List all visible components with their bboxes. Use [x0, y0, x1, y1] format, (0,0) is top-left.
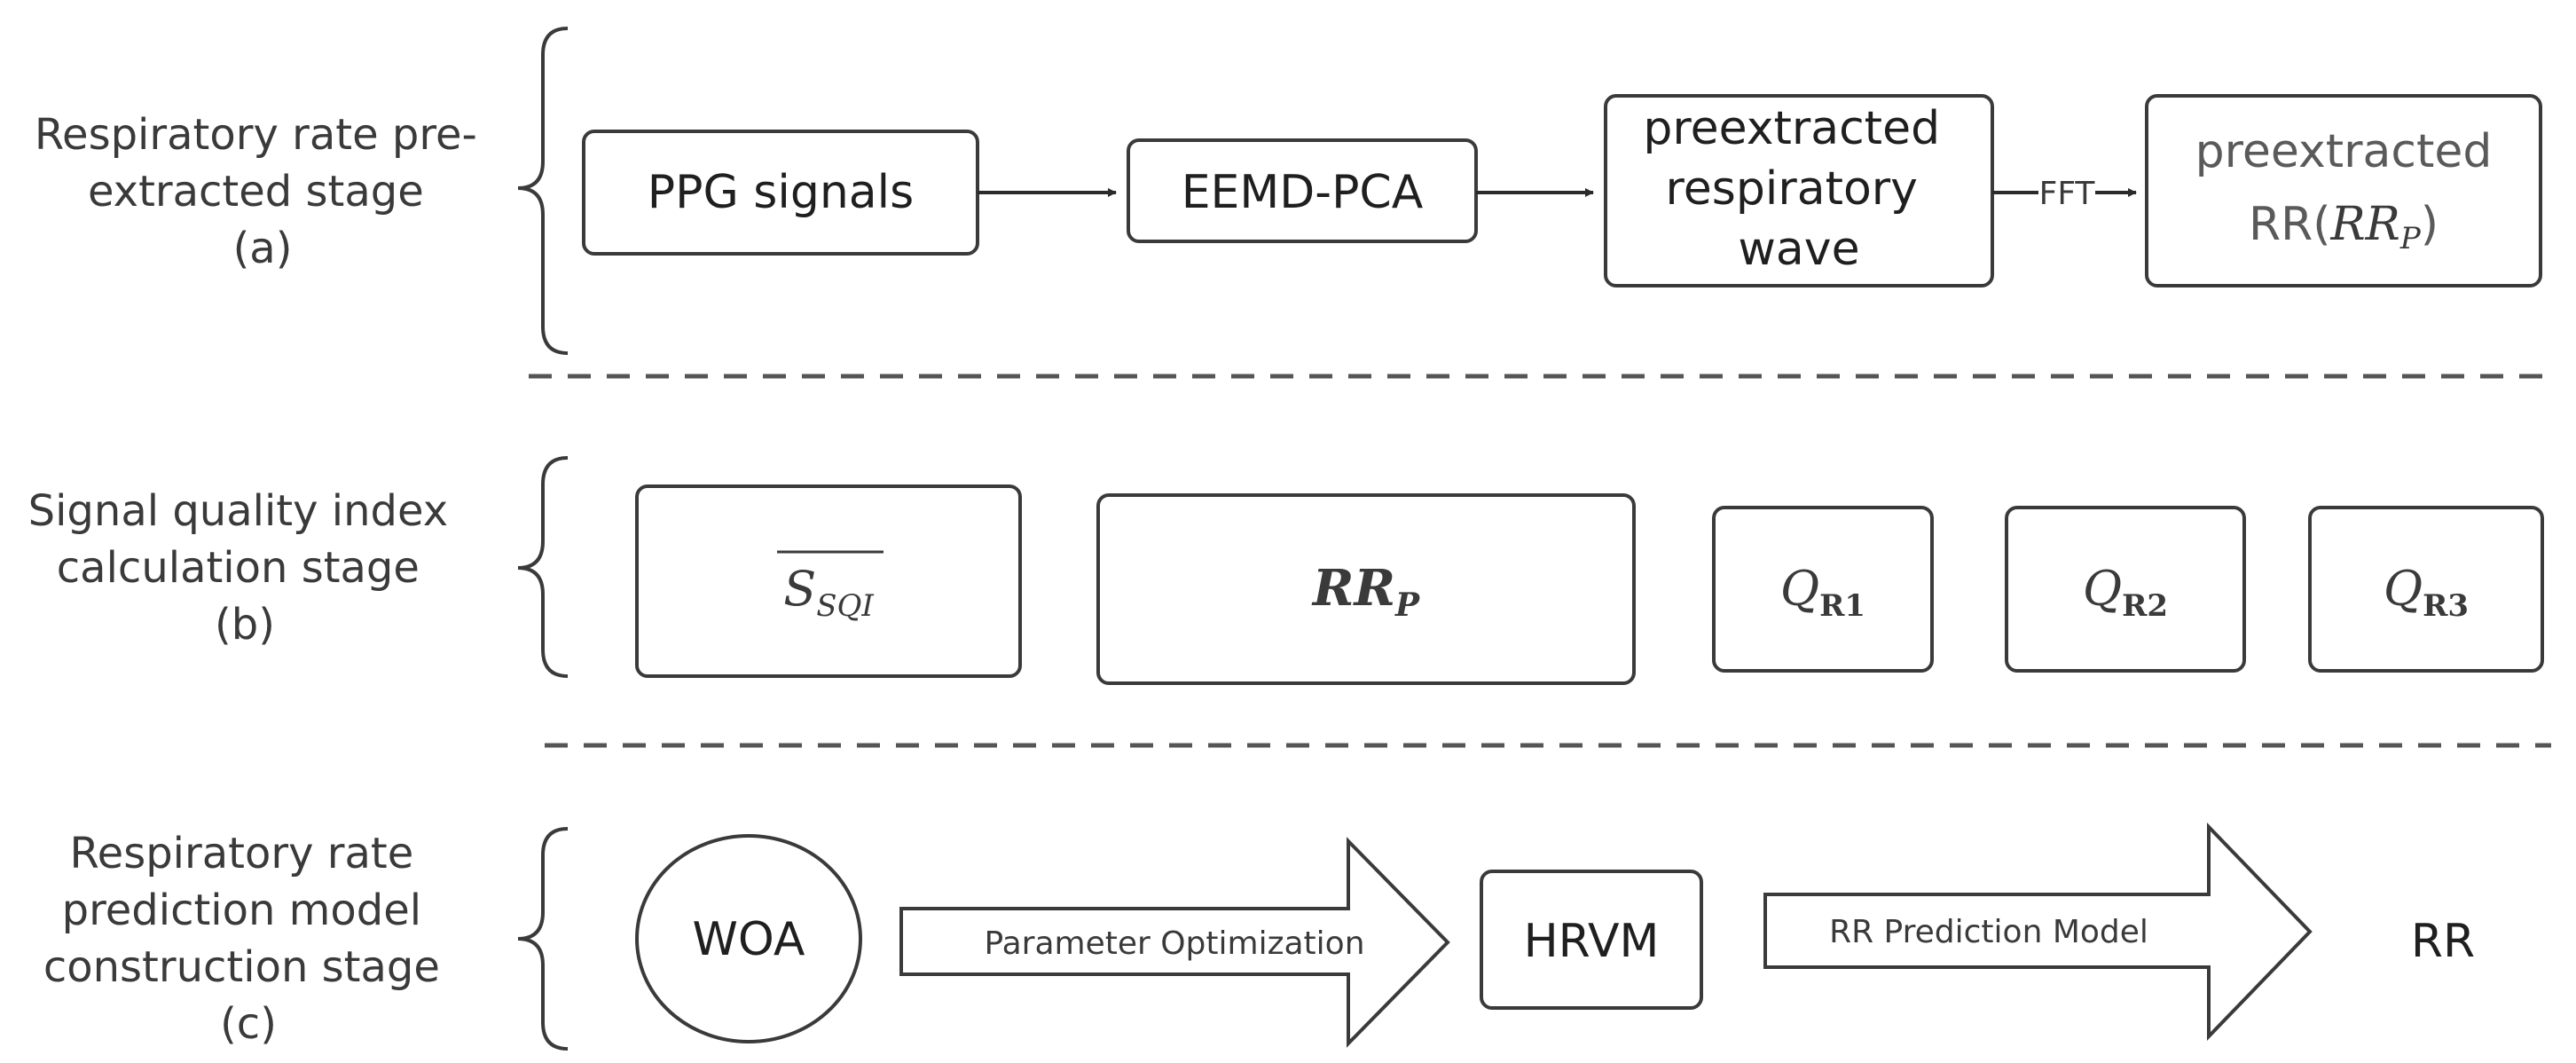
stage-b-brace [517, 456, 569, 678]
hrvm-label: HRVM [1524, 915, 1660, 968]
ssqi-sub: SQI [816, 588, 874, 624]
stage-a: Respiratory rate pre- extracted stage (a… [35, 27, 2542, 355]
stage-b-label-line-3: (b) [215, 600, 275, 650]
stage-b-label: Signal quality index calculation stage (… [28, 486, 462, 650]
qr2-box [2005, 506, 2246, 673]
stage-c-label-line-4: (c) [220, 999, 277, 1049]
ssqi-box [635, 484, 1022, 678]
stage-c-label-line-1: Respiratory rate [69, 829, 413, 878]
stage-b: Signal quality index calculation stage (… [28, 456, 2544, 685]
stage-a-label-line-2: extracted stage [88, 167, 424, 217]
preextracted-wave-label: preextracted respiratory wave [1643, 102, 1954, 276]
stage-b-label-line-2: calculation stage [57, 543, 420, 593]
stage-a-label-line-3: (a) [233, 224, 293, 273]
rr-prediction-model-arrow [1763, 823, 2313, 1041]
rr-prediction-model-label: RR Prediction Model [1829, 914, 2148, 950]
woa-label: WOA [692, 913, 805, 966]
rrp-sub: P [2399, 221, 2422, 256]
qr2-label: QR2 [2083, 561, 2168, 624]
qr2-main: Q [2083, 561, 2122, 617]
stage-c-label: Respiratory rate prediction model constr… [43, 829, 453, 1049]
rrp-suffix: ) [2421, 198, 2439, 251]
qr1-main: Q [1780, 561, 1819, 617]
rrp-main: RR [1311, 559, 1395, 618]
woa-circle [635, 834, 862, 1043]
qr1-label: QR1 [1780, 561, 1865, 624]
preextracted-rr-line-1: preextracted [2195, 125, 2493, 178]
ssqi-main: S [783, 561, 816, 617]
stage-a-label-line-1: Respiratory rate pre- [35, 110, 477, 160]
qr1-box [1712, 506, 1934, 673]
qr3-box [2308, 506, 2544, 673]
stage-a-brace [517, 27, 569, 355]
qr3-main: Q [2384, 561, 2423, 617]
rrp-main-sub: P [1394, 587, 1420, 624]
wave-line-2: respiratory [1666, 162, 1918, 216]
eemd-pca-label: EEMD-PCA [1182, 166, 1424, 219]
ssqi-label: SSQI [783, 561, 874, 624]
qr3-sub: R3 [2423, 588, 2469, 624]
wave-line-3: wave [1738, 223, 1859, 276]
qr1-sub: R1 [1819, 588, 1865, 624]
rr-output-label: RR [2411, 915, 2475, 968]
preextracted-rr-line-2: RR(RRP) [2249, 198, 2439, 256]
rrp-prefix: RR( [2249, 198, 2331, 251]
ppg-signals-label: PPG signals [648, 166, 914, 219]
stage-c-brace [517, 827, 569, 1051]
qr2-sub: R2 [2122, 588, 2168, 624]
preextracted-rr-box [2145, 94, 2542, 287]
parameter-optimization-label: Parameter Optimization [984, 925, 1364, 962]
wave-line-1: preextracted [1643, 102, 1940, 155]
rrp-math: RR [2330, 198, 2400, 251]
rrp-label: RRP [1311, 559, 1420, 624]
qr3-label: QR3 [2384, 561, 2469, 624]
stage-c-label-line-3: construction stage [43, 942, 440, 992]
stage-a-label: Respiratory rate pre- extracted stage (a… [35, 110, 491, 273]
stage-c-label-line-2: prediction model [62, 886, 422, 935]
hrvm-box [1480, 870, 1703, 1010]
fft-label: FFT [2039, 176, 2096, 212]
parameter-optimization-arrow [899, 837, 1450, 1048]
stage-c: Respiratory rate prediction model constr… [43, 823, 2475, 1051]
rrp-box [1096, 493, 1636, 685]
stage-b-label-line-1: Signal quality index [28, 486, 448, 536]
